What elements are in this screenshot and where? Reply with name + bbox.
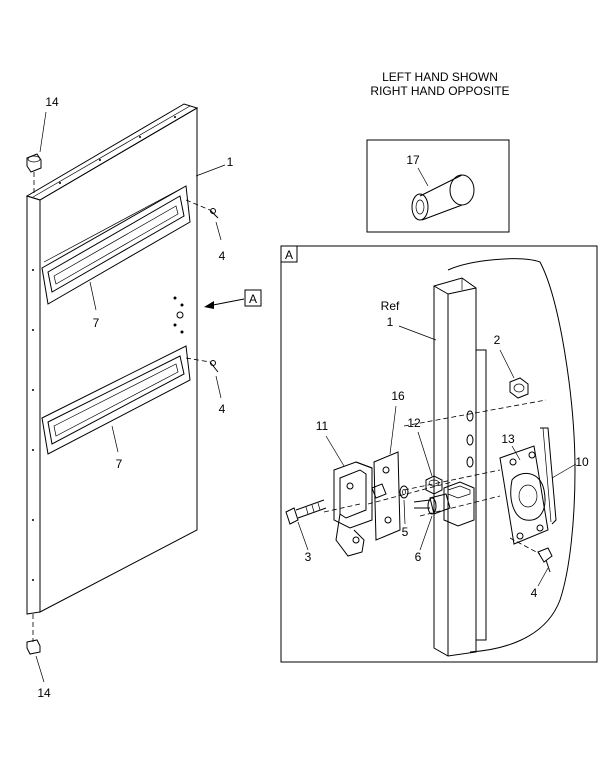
detail-a-letter: A [285,248,293,262]
top-plug[interactable] [26,153,42,196]
nut-2[interactable] [509,377,529,399]
rod-10[interactable] [540,427,557,525]
ref-number: 1 [387,315,394,329]
callout-7-lower: 7 [116,457,123,471]
door-panel[interactable] [25,103,199,615]
bolt-3[interactable] [285,499,327,525]
callout-17: 17 [406,153,420,167]
detail-a-callout-letter: A [249,292,257,306]
callout-3: 3 [305,550,312,564]
lower-handle-screw[interactable] [185,357,219,373]
upper-grab-handle[interactable] [41,185,191,305]
edge-holes [32,116,176,581]
detail-a-frame: A [280,245,598,663]
nut-12[interactable] [425,475,443,495]
post-holes [466,410,474,468]
callout-1: 1 [227,155,234,169]
callout-6: 6 [415,550,422,564]
callout-5: 5 [402,525,409,539]
callout-14-top: 14 [45,95,59,109]
assembly-axes [323,399,547,517]
callout-4-lower: 4 [219,402,226,416]
orientation-note: LEFT HAND SHOWN RIGHT HAND OPPOSITE [340,70,540,98]
callout-4-detail: 4 [531,586,538,600]
upper-handle-screw[interactable] [185,199,219,219]
callout-2: 2 [494,333,501,347]
callout-13: 13 [501,432,515,446]
door-post[interactable] [433,277,487,657]
washer-5[interactable] [399,485,409,499]
part-17-box[interactable]: 17 [366,139,510,233]
bottom-plug[interactable] [26,614,41,655]
callout-16: 16 [391,389,405,403]
callout-12: 12 [407,416,421,430]
callout-11: 11 [316,419,329,433]
striker-tube[interactable] [443,481,475,527]
callout-10: 10 [575,455,589,469]
door-leaders [35,111,226,683]
callout-4-upper: 4 [219,249,226,263]
latch-mount-holes [173,296,184,334]
detail-a-pointer[interactable]: A [204,289,262,309]
callout-14-bottom: 14 [37,686,51,700]
ref-leader [398,325,437,341]
stud-6[interactable] [413,493,451,515]
lower-grab-handle[interactable] [41,345,191,455]
latch-plate-13[interactable] [499,445,549,545]
ref-word: Ref [381,299,400,313]
callout-7-upper: 7 [93,316,100,330]
latch-body-11[interactable] [333,461,387,557]
note-line-1: LEFT HAND SHOWN [382,70,498,84]
note-line-2: RIGHT HAND OPPOSITE [370,84,510,98]
detail-screw-4[interactable] [509,537,553,573]
plate-16[interactable] [373,451,401,541]
